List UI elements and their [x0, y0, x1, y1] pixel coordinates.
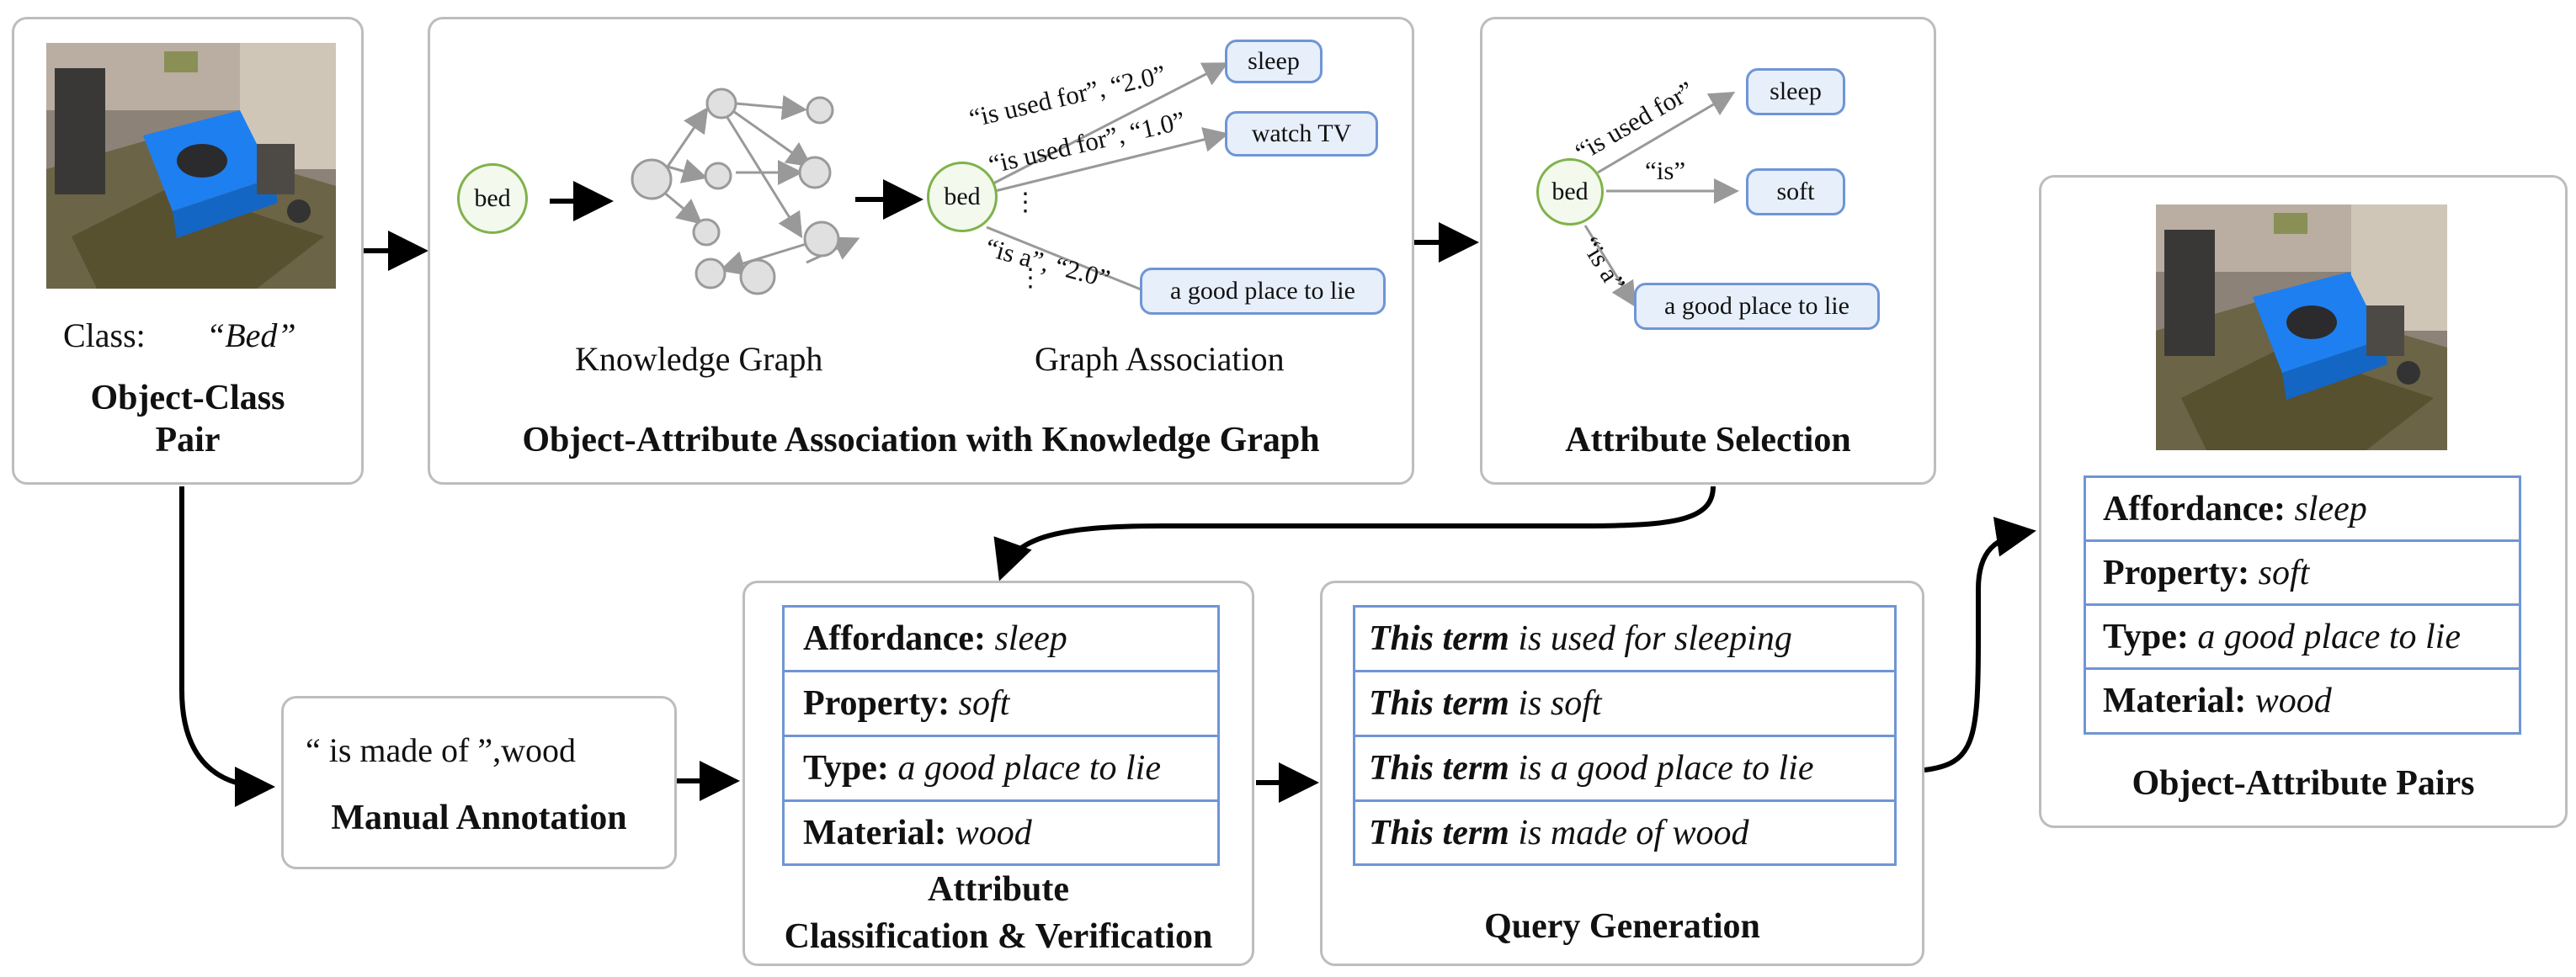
selection-edge-label-2: “is”: [1645, 156, 1686, 185]
manual-text: “ is made of ”,wood: [306, 731, 577, 769]
bed-photo-result: [2156, 204, 2447, 450]
class-value: “Bed”: [206, 316, 296, 354]
pairs-title: Object-Attribute Pairs: [2132, 764, 2475, 803]
knowledge-graph-nodes: [631, 88, 840, 295]
pairs-row-affordance: Affordance: sleep: [2086, 478, 2519, 542]
classification-title-line2: Classification & Verification: [784, 917, 1213, 956]
pairs-panel: Affordance: sleep Property: soft Type: a…: [2039, 175, 2568, 828]
selection-target-good-place: a good place to lie: [1634, 283, 1880, 330]
arrow-selection-to-classification: [993, 486, 1716, 581]
bed-node-start: bed: [457, 163, 528, 234]
classification-row-material: Material: wood: [803, 813, 1032, 852]
manual-title: Manual Annotation: [331, 799, 627, 837]
arrow-query-to-pairs: [1924, 517, 2036, 773]
assoc-target-watch-tv: watch TV: [1225, 111, 1378, 157]
object-class-title-line2: Pair: [155, 421, 221, 459]
query-row-4: This term is made of wood: [1369, 813, 1749, 852]
assoc-target-good-place: a good place to lie: [1140, 268, 1386, 315]
selection-panel: bed “is used for” “is” “is a” sleep soft…: [1480, 17, 1936, 485]
query-row-3: This term is a good place to lie: [1355, 737, 1894, 802]
pairs-row-type: Type: a good place to lie: [2086, 606, 2519, 670]
association-graph: [550, 62, 1229, 309]
selection-title: Attribute Selection: [1565, 421, 1851, 459]
pairs-row-property: Property: soft: [2086, 542, 2519, 606]
arrow-pair-to-manual: [179, 486, 275, 807]
classification-row-affordance: Affordance: sleep: [785, 608, 1217, 672]
assoc-ellipsis-1: ⋮: [1013, 188, 1038, 216]
selection-target-soft: soft: [1746, 168, 1845, 215]
bed-node-selection: bed: [1536, 158, 1604, 226]
query-row-1: This term is used for sleeping: [1355, 608, 1894, 672]
bed-photo: [46, 43, 336, 289]
assoc-target-sleep: sleep: [1225, 40, 1323, 83]
query-table: This term is used for sleeping This term…: [1353, 605, 1897, 866]
query-panel: This term is used for sleeping This term…: [1320, 581, 1924, 966]
association-panel: bed bed “is used for”, “2.0” “is used fo…: [428, 17, 1414, 485]
assoc-ellipsis-2: ⋮: [1018, 264, 1043, 292]
classification-row-property: Property: soft: [785, 672, 1217, 737]
object-class-panel: Class: “Bed” Object-Class Pair: [12, 17, 364, 485]
selection-target-sleep: sleep: [1746, 68, 1845, 115]
knowledge-graph-edges: [663, 94, 860, 276]
association-title: Object-Attribute Association with Knowle…: [522, 421, 1320, 459]
classification-row-type: Type: a good place to lie: [785, 737, 1217, 802]
selection-graph: [1583, 91, 1739, 308]
classification-table: Affordance: sleep Property: soft Type: a…: [782, 605, 1220, 866]
manual-panel: “ is made of ”,wood Manual Annotation: [281, 696, 677, 869]
query-title: Query Generation: [1484, 907, 1760, 946]
pairs-table: Affordance: sleep Property: soft Type: a…: [2084, 475, 2521, 735]
class-label: Class:: [63, 316, 146, 354]
object-class-title-line1: Object-Class: [90, 379, 285, 417]
query-row-2: This term is soft: [1355, 672, 1894, 737]
pairs-row-material: Material: wood: [2103, 682, 2332, 720]
classification-title-line1: Attribute: [928, 870, 1069, 909]
graph-association-label: Graph Association: [1035, 340, 1285, 378]
classification-panel: Affordance: sleep Property: soft Type: a…: [742, 581, 1254, 966]
bed-node-association: bed: [927, 162, 998, 232]
knowledge-graph-label: Knowledge Graph: [575, 340, 823, 378]
